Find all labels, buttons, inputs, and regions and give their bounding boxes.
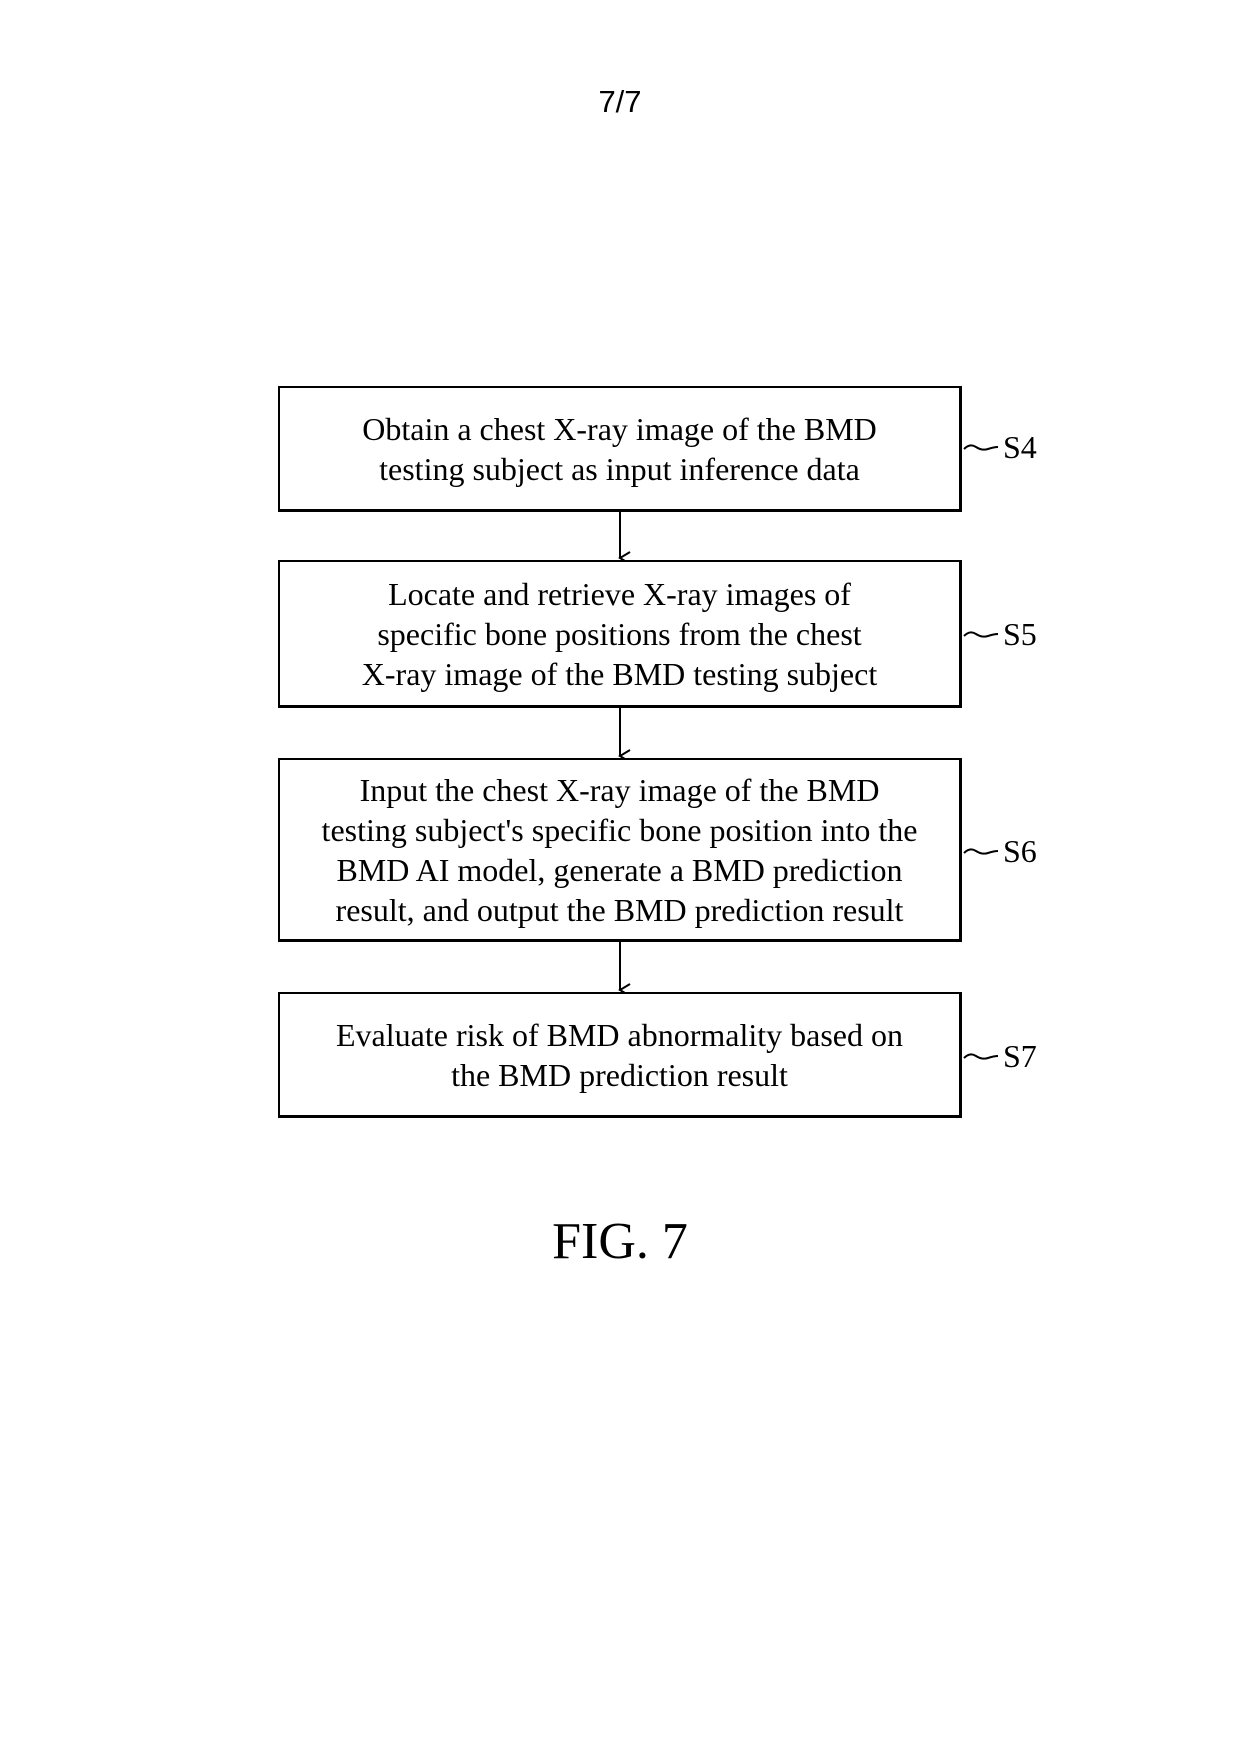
figure-caption: FIG. 7: [552, 1213, 688, 1270]
step-box-s5: Locate and retrieve X-ray images of spec…: [278, 560, 962, 708]
step-box-s4: Obtain a chest X-ray image of the BMD te…: [278, 386, 962, 512]
leader-s5: [963, 631, 999, 638]
step-text-s6: Input the chest X-ray image of the BMD t…: [321, 771, 918, 928]
step-text-s4: Obtain a chest X-ray image of the BMD te…: [362, 410, 877, 487]
leader-s7: [963, 1053, 999, 1060]
step-box-s7: Evaluate risk of BMD abnormality based o…: [278, 992, 962, 1118]
leader-s6: [963, 848, 999, 855]
step-box-s6: Input the chest X-ray image of the BMD t…: [278, 758, 962, 942]
step-label-s5: S5: [1003, 616, 1037, 652]
step-label-s7: S7: [1003, 1038, 1037, 1074]
leader-s4: [963, 444, 999, 451]
step-text-s5: Locate and retrieve X-ray images of spec…: [361, 575, 878, 692]
page-number: 7/7: [598, 84, 642, 119]
step-label-s6: S6: [1003, 833, 1037, 869]
step-label-s4: S4: [1003, 429, 1037, 465]
step-text-s7: Evaluate risk of BMD abnormality based o…: [336, 1016, 903, 1093]
